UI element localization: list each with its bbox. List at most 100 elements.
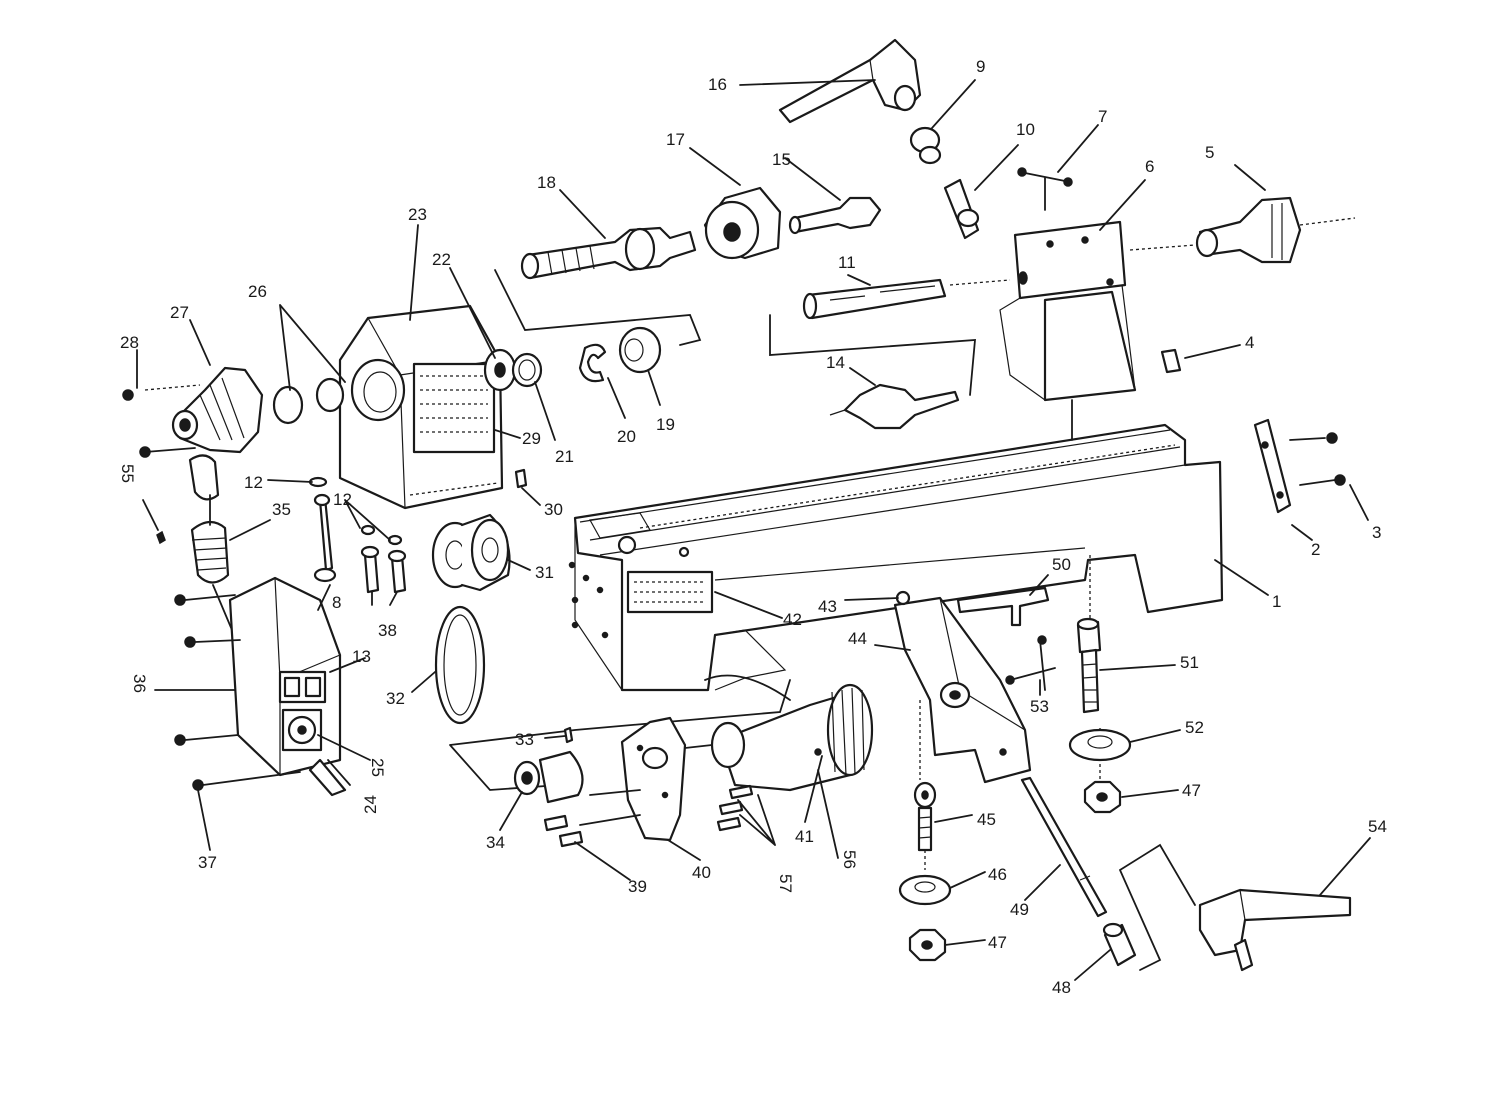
callout-37: 37 [198,853,217,872]
callout-52: 52 [1185,718,1204,737]
callout-6: 6 [1145,157,1154,176]
callout-8: 8 [332,593,341,612]
callout-10: 10 [1016,120,1035,139]
callout-55: 55 [118,464,137,483]
power-cord-relief [188,454,233,631]
tailstock-handwheel [1129,196,1356,264]
drive-belt [434,605,486,725]
callout-9: 9 [976,57,985,76]
callout-labels: 1 2 3 4 5 6 7 8 9 10 11 12 12 13 14 15 1… [118,57,1387,997]
callout-51: 51 [1180,653,1199,672]
callout-48: 48 [1052,978,1071,997]
banjo-lock-lever [1005,635,1056,691]
callout-33: 33 [515,730,534,749]
callout-27: 27 [170,303,189,322]
callout-36: 36 [130,674,149,693]
callout-12a: 12 [244,473,263,492]
live-center [829,383,960,430]
motor-pulley [513,750,584,804]
callout-29: 29 [522,429,541,448]
tailstock [999,220,1137,441]
outboard-cover [122,366,345,458]
set-screw-motor [563,726,574,744]
callout-50: 50 [1052,555,1071,574]
tailstock-quill [802,278,1011,320]
callout-22: 22 [432,250,451,269]
callout-54: 54 [1368,817,1387,836]
callout-45: 45 [977,810,996,829]
callout-19: 19 [656,415,675,434]
faceplate [703,186,782,260]
spindle-assembly-bracket [494,269,702,346]
tool-rest-banjo [893,590,1032,784]
callout-42: 42 [783,610,802,629]
callout-4: 4 [1245,333,1254,352]
motor-mount-plate [579,716,687,842]
callout-24: 24 [361,795,380,814]
callout-31: 31 [535,563,554,582]
thrust-washer-b [898,874,952,906]
spindle-pulley [431,468,528,592]
motor [684,683,874,792]
callout-11: 11 [838,253,856,272]
callout-14: 14 [826,353,845,372]
lock-shaft [1020,776,1137,967]
callout-34: 34 [486,833,505,852]
callout-7: 7 [1098,107,1107,126]
callout-56: 56 [840,850,859,869]
callout-57: 57 [776,874,795,893]
drive-center [788,196,882,235]
callout-28: 28 [120,333,139,352]
callout-13: 13 [352,647,371,666]
eye-bolt [913,700,937,870]
thrust-washer [1068,728,1132,762]
callout-2: 2 [1311,540,1320,559]
callout-41: 41 [795,827,814,846]
callout-35: 35 [272,500,291,519]
callout-18: 18 [537,173,556,192]
headstock [338,304,504,510]
quill-lock-parts [909,126,980,240]
hex-nut-a [1083,780,1122,814]
end-plate [1253,418,1346,514]
callout-30: 30 [544,500,563,519]
callout-44: 44 [848,629,867,648]
callout-23: 23 [408,205,427,224]
callout-12b: 12 [333,490,352,509]
callout-47c: 47 [1182,781,1201,800]
callout-49: 49 [1010,900,1029,919]
spindle-bearing [483,348,543,392]
lathe-bed [568,423,1224,692]
tool-rest [1119,843,1352,972]
callout-46: 46 [988,865,1007,884]
callout-5: 5 [1205,143,1214,162]
spindle-shaft [520,226,697,280]
motor-cable [704,674,791,701]
callout-39: 39 [628,877,647,896]
clamp-bolt [1076,555,1102,790]
hex-nut-b [908,928,947,962]
callout-40: 40 [692,863,711,882]
callout-26: 26 [248,282,267,301]
callout-21: 21 [555,447,574,466]
mounting-screws [308,476,407,594]
callout-38: 38 [378,621,397,640]
callout-3: 3 [1372,523,1381,542]
lock-lever [1017,167,1073,211]
callout-43: 43 [818,597,837,616]
tool-rest-top [956,586,1050,627]
callout-25: 25 [368,758,387,777]
quill-bracket [769,314,976,396]
leader-lines [136,79,1371,981]
callout-20: 20 [617,427,636,446]
callout-47b: 47 [988,933,1007,952]
switch-box [156,530,347,797]
spur-drive-parts [578,326,662,383]
callout-32: 32 [386,689,405,708]
callout-16: 16 [708,75,727,94]
set-screw [1160,348,1182,374]
callout-15: 15 [772,150,791,169]
callout-1: 1 [1272,592,1281,611]
